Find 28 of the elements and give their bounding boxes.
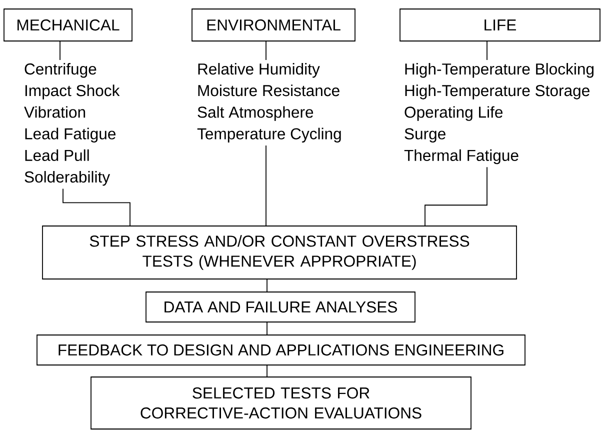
test-item: Lead Fatigue [25,128,116,143]
test-item: Thermal Fatigue [404,149,518,164]
test-item: Vibration [24,106,86,118]
process-box: MECHANICAL [4,8,132,42]
connector-line [266,365,268,377]
test-item: Salt Atmosphere [198,106,314,121]
connector-line [486,41,488,60]
test-item: Lead Pull [25,149,89,161]
test-item: Centrifuge [24,63,96,78]
process-box: ENVIRONMENTAL [192,8,356,42]
test-item: Moisture Resistance [198,84,340,96]
process-box: LIFE [400,8,600,42]
test-item: High-Temperature Blocking [405,63,594,78]
test-item: High-Temperature Storage [405,84,590,100]
test-item: Surge [404,128,446,143]
process-box: SELECTED TESTS FOR CORRECTIVE-ACTION EVALUATIONS [90,376,472,430]
process-box: STEP STRESS AND/OR CONSTANT OVERSTRESS TESTS (WHENEVER APPROPRIATE) [42,226,517,280]
process-box: DATA AND FAILURE ANALYSES [146,292,416,322]
connector-line [62,188,130,226]
test-item: Relative Humidity [198,63,320,78]
connector-line [266,322,268,335]
test-item: Temperature Cycling [197,128,341,143]
connector-line [266,279,268,292]
test-item: Solderability [24,171,110,186]
test-item: Operating Life [404,106,503,121]
process-box: FEEDBACK TO DESIGN AND APPLICATIONS ENGINEERING [36,334,526,366]
test-item: Impact Shock [25,84,120,100]
connector-line [424,166,488,226]
